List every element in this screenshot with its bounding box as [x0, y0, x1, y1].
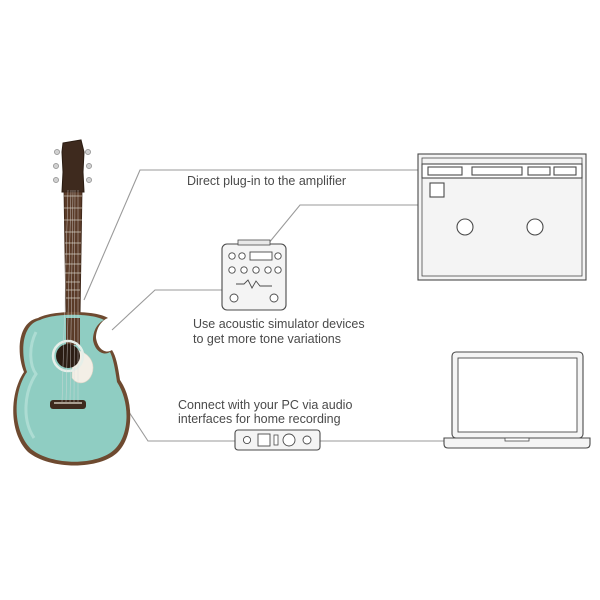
cable-simulator-to-amplifier [267, 204, 418, 245]
guitar-neck [63, 191, 83, 319]
laptop-illustration [443, 351, 591, 449]
audio-interface-knob-3 [302, 435, 312, 445]
cable-to-audio-interface [124, 405, 235, 442]
guitar-bridge [50, 400, 86, 409]
guitar-headstock [61, 139, 85, 193]
guitar-body-highlight [24, 331, 38, 439]
cable-to-simulator [111, 289, 222, 331]
pedal-display [249, 251, 273, 261]
amplifier-control-slot-3 [527, 166, 551, 176]
cable-to-amplifier [83, 169, 418, 301]
guitar-soundhole [56, 344, 80, 368]
laptop-base [443, 437, 591, 449]
acoustic-guitar-illustration [13, 139, 131, 466]
guitar-frets [64, 195, 82, 299]
pedal-logo-wave [236, 279, 272, 289]
amplifier-control-slot-4 [553, 166, 577, 176]
tuning-pegs [53, 149, 92, 183]
pedal-footswitch-right [269, 293, 279, 303]
audio-interface-meter [257, 433, 271, 447]
connection-lines [83, 169, 445, 442]
pedal-knobs [228, 252, 282, 274]
audio-interface-switch [273, 434, 279, 446]
amplifier-inner-panel [421, 157, 583, 277]
amplifier-speaker-left [456, 218, 474, 236]
pedal-footswitch-left [229, 293, 239, 303]
caption-pc-line-1: Connect with your PC via audio [178, 398, 352, 412]
amplifier-control-slot-1 [427, 166, 463, 176]
caption-pc-line-2: interfaces for home recording [178, 412, 341, 426]
audio-interface-knob-2 [282, 433, 296, 447]
amplifier-speaker-right [526, 218, 544, 236]
amplifier-illustration [417, 153, 587, 281]
guitar-body [16, 314, 127, 462]
caption-simulator-line-2: to get more tone variations [193, 332, 341, 346]
audio-interface-illustration [234, 429, 321, 451]
acoustic-simulator-pedal [221, 239, 287, 311]
laptop-screen [457, 357, 578, 433]
guitar-strings [61, 189, 79, 403]
guitar-soundhole-rosette [51, 339, 85, 373]
amplifier-input-jack [429, 182, 445, 198]
guitar-fretboard-extension [66, 318, 80, 345]
caption-simulator-line-1: Use acoustic simulator devices [193, 317, 365, 331]
caption-amplifier: Direct plug-in to the amplifier [187, 174, 346, 188]
laptop-notch [504, 437, 530, 442]
audio-interface-knob-1 [242, 435, 252, 445]
amplifier-control-slot-2 [471, 166, 523, 176]
pedal-top-jacks [237, 239, 271, 246]
